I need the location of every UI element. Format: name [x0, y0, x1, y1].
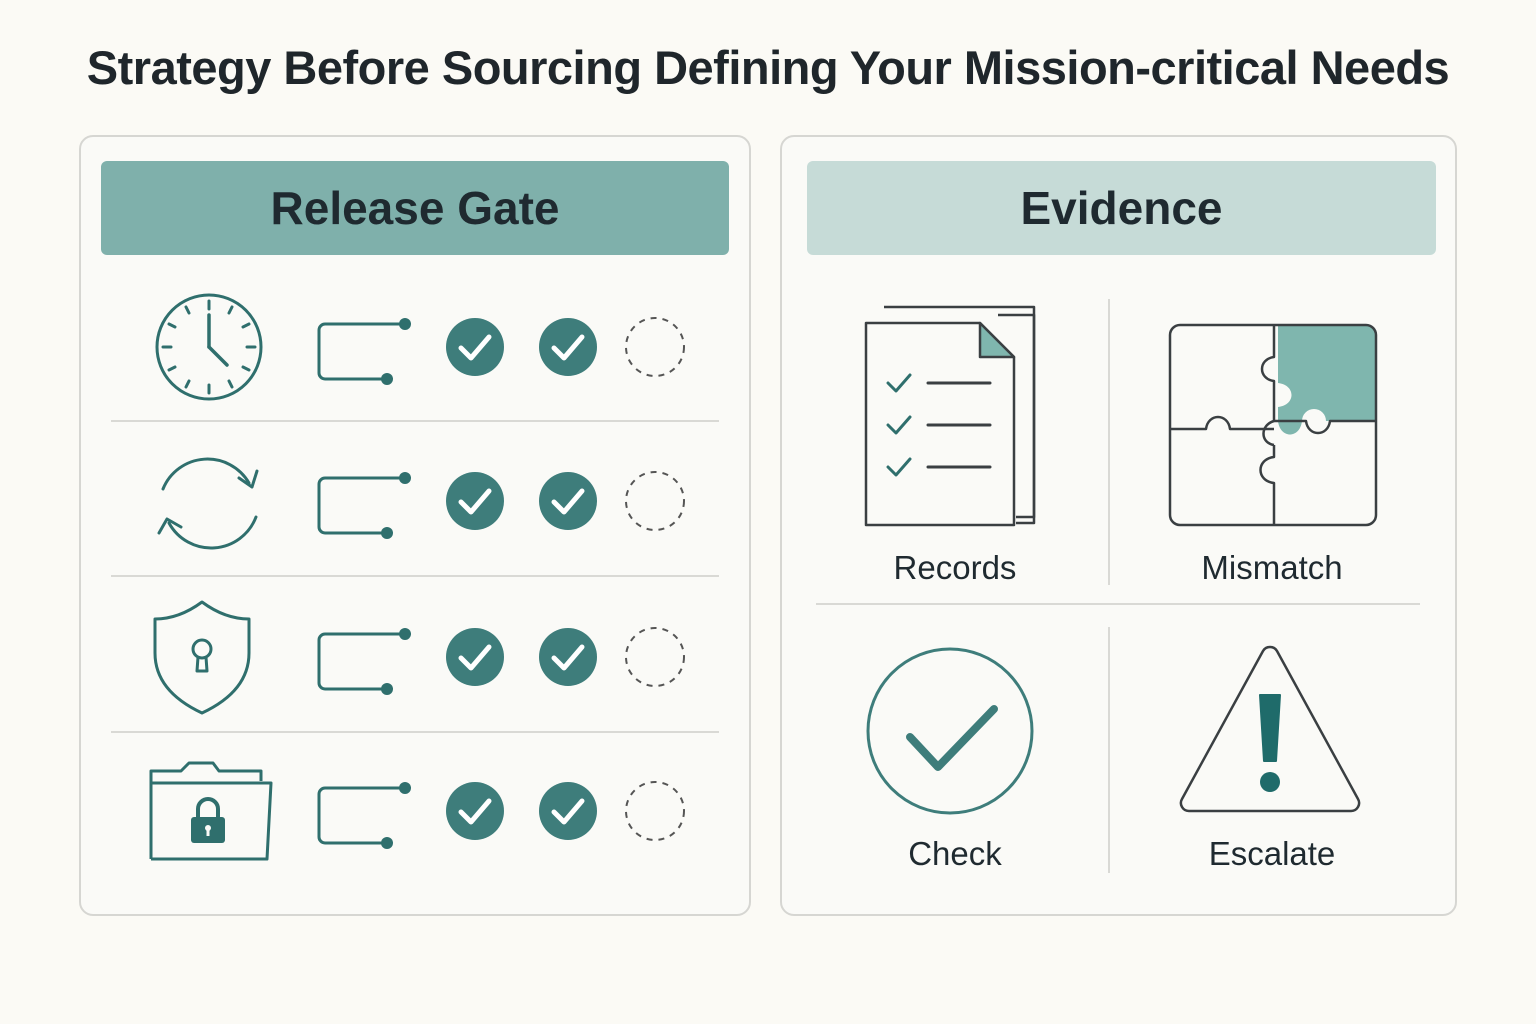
grid-divider-vertical: [1108, 627, 1110, 873]
evidence-item-escalate: Escalate: [1112, 627, 1432, 887]
row-divider: [111, 575, 719, 577]
pending-circle-icon: [621, 423, 691, 579]
pending-circle-icon: [621, 269, 691, 425]
check-done-icon: [441, 423, 511, 579]
evidence-header: Evidence: [807, 161, 1436, 255]
check-done-icon: [441, 269, 511, 425]
connector-icon: [311, 579, 421, 735]
check-done-icon: [441, 733, 511, 889]
evidence-item-check: Check: [802, 627, 1108, 887]
pending-circle-icon: [621, 733, 691, 889]
check-done-icon: [441, 579, 511, 735]
check-done-icon: [534, 733, 604, 889]
connector-icon: [311, 423, 421, 579]
row-divider: [111, 420, 719, 422]
grid-divider-vertical: [1108, 299, 1110, 585]
gate-row-4: [81, 733, 749, 889]
sync-icon: [141, 423, 281, 579]
shield-lock-icon: [141, 579, 281, 735]
grid-divider-horizontal: [816, 603, 1420, 605]
release-gate-panel: Release Gate: [79, 135, 751, 916]
connector-icon: [311, 733, 421, 889]
evidence-label-records: Records: [893, 549, 1017, 586]
warning-triangle-icon: [1172, 641, 1368, 821]
evidence-panel: Evidence: [780, 135, 1457, 916]
gate-row-2: [81, 423, 749, 579]
row-divider: [111, 731, 719, 733]
check-done-icon: [534, 423, 604, 579]
check-done-icon: [534, 579, 604, 735]
page-title: Strategy Before Sourcing Defining Your M…: [86, 41, 1450, 94]
gate-row-3: [81, 579, 749, 735]
evidence-label-check: Check: [908, 835, 1002, 872]
evidence-item-records: Records: [802, 287, 1108, 597]
evidence-item-mismatch: Mismatch: [1112, 287, 1432, 597]
check-done-icon: [534, 269, 604, 425]
puzzle-icon: [1166, 321, 1380, 529]
evidence-label-escalate: Escalate: [1208, 835, 1336, 872]
pending-circle-icon: [621, 579, 691, 735]
check-circle-icon: [866, 643, 1036, 819]
evidence-label-mismatch: Mismatch: [1201, 549, 1343, 586]
locked-folder-icon: [141, 733, 281, 889]
connector-icon: [311, 269, 421, 425]
gate-row-1: [81, 269, 749, 425]
document-checklist-icon: [862, 303, 1062, 533]
release-gate-header: Release Gate: [101, 161, 729, 255]
clock-icon: [141, 269, 281, 425]
